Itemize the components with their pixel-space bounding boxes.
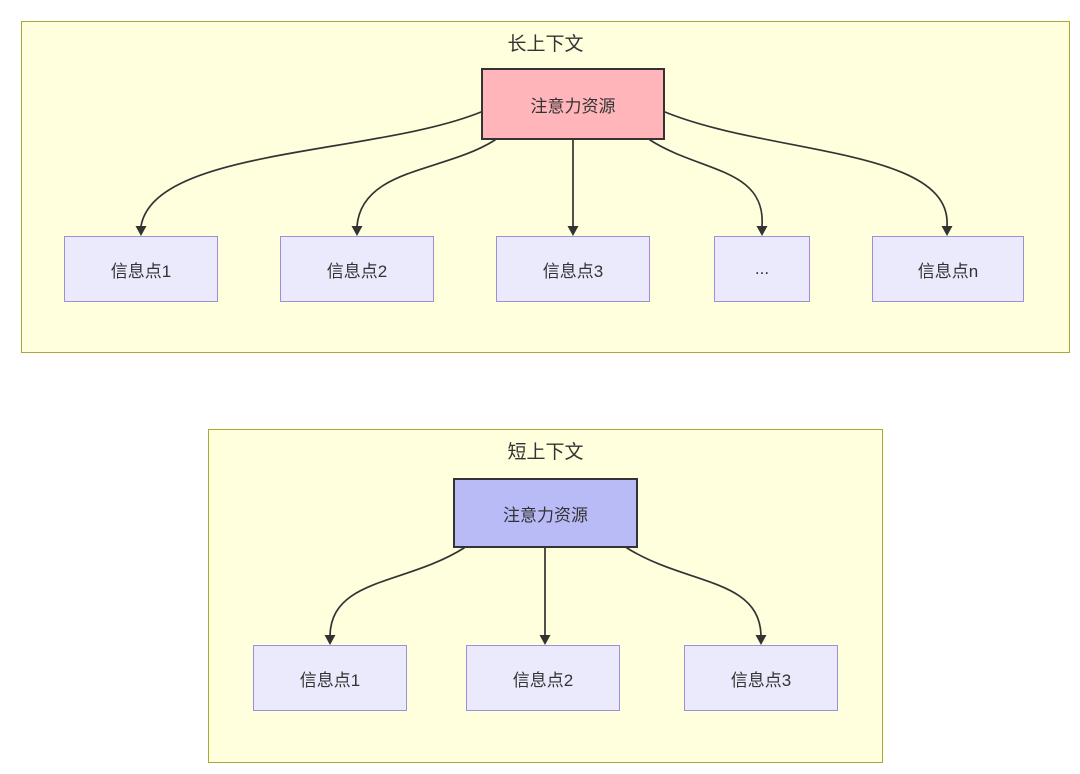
node-info-point-1-short: 信息点1 [253,645,407,711]
cluster-short-context-title: 短上下文 [507,442,584,463]
node-attention-resource-short: 注意力资源 [453,478,638,548]
node-info-point-1-long: 信息点1 [64,236,218,302]
cluster-long-context-title: 长上下文 [507,34,584,55]
node-info-point-3-long: 信息点3 [496,236,650,302]
node-info-point-2-long: 信息点2 [280,236,434,302]
node-info-point-ellipsis-long: ... [714,236,810,302]
node-info-point-n-long: 信息点n [872,236,1024,302]
node-info-point-3-short: 信息点3 [684,645,838,711]
node-info-point-2-short: 信息点2 [466,645,620,711]
node-attention-resource-long: 注意力资源 [481,68,665,140]
